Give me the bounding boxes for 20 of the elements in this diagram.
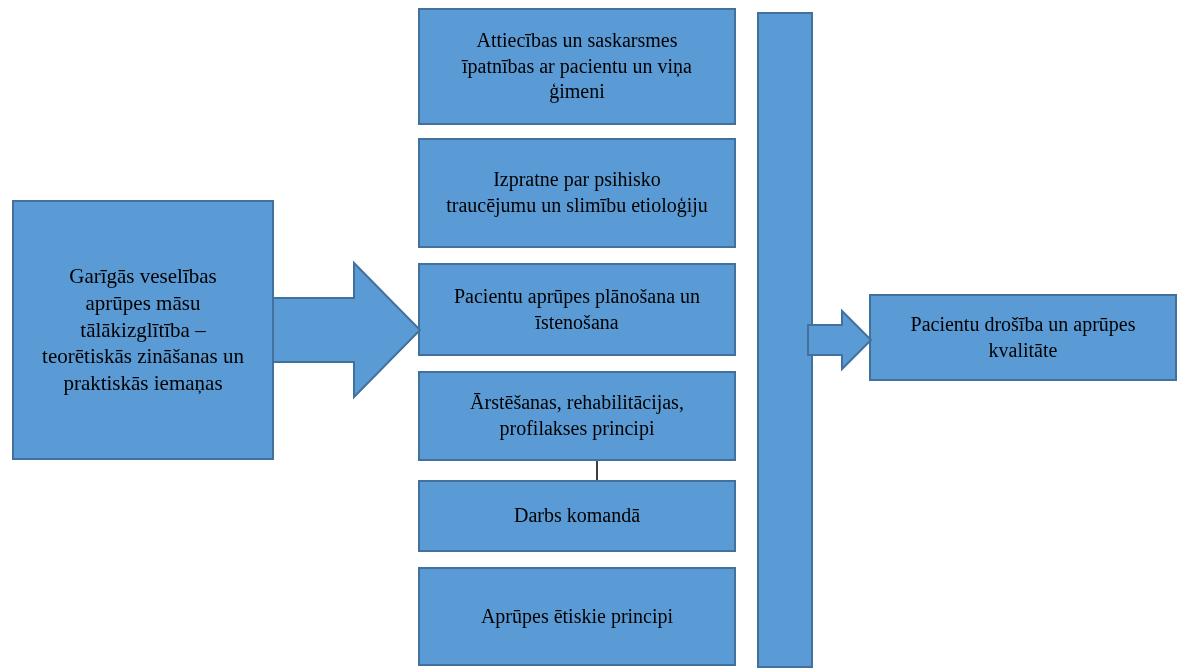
topic-box	[418, 138, 736, 248]
box-text: Attiecības un saskarsmes īpatnības ar pacientu un viņa ģimeni	[460, 28, 693, 105]
box-text: Darbs komandā	[513, 503, 641, 529]
topic-box	[418, 567, 736, 666]
box-text: Ārstēšanas, rehabilitācijas, profilakses principi	[469, 390, 685, 442]
box-text: Pacientu aprūpes plānošana un īstenošana	[452, 283, 701, 335]
topic-box	[418, 371, 736, 461]
block-arrow	[272, 260, 422, 400]
box-text: Garīgās veselības aprūpes māsu tālākizglītība – teorētiskās zināšanas un praktiskās iemaņas	[41, 262, 245, 398]
block-arrow	[807, 308, 873, 372]
topic-box	[418, 8, 736, 125]
process-box	[12, 200, 274, 460]
box-text: Izpratne par psihisko traucējumu un slimību etioloģiju	[446, 167, 708, 219]
connector-line	[596, 460, 598, 481]
result-box	[869, 294, 1177, 381]
box-text: Pacientu drošība un aprūpes kvalitāte	[909, 311, 1137, 363]
topic-box	[418, 263, 736, 356]
box-text: Aprūpes ētiskie principi	[480, 603, 674, 630]
vertical-bar	[757, 12, 813, 668]
topic-box	[418, 480, 736, 552]
